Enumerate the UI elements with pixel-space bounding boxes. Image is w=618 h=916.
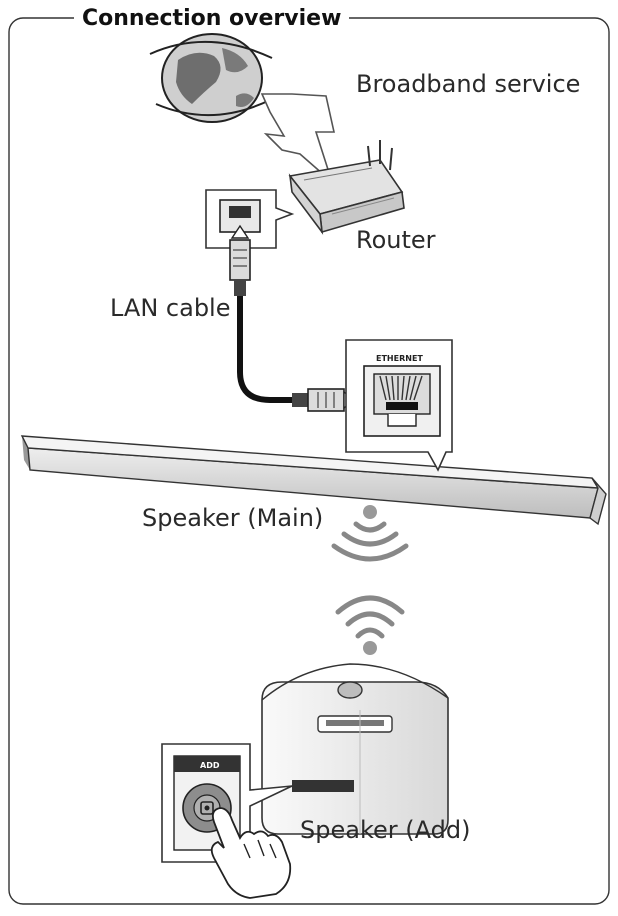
broadband-service-label: Broadband service	[356, 70, 581, 98]
add-button-label: ADD	[200, 761, 220, 770]
router-label: Router	[356, 226, 436, 254]
add-button-icon	[200, 801, 214, 815]
ethernet-port-label: ETHERNET	[376, 354, 423, 363]
router-port-callout	[205, 189, 295, 249]
diagram-title: Connection overview	[74, 8, 350, 30]
hand-pointer-icon	[210, 807, 292, 899]
speaker-add-label: Speaker (Add)	[300, 816, 471, 844]
globe-icon	[149, 33, 273, 123]
speaker-add-icon	[261, 663, 449, 835]
speaker-main-icon	[20, 435, 607, 526]
lan-cable-label: LAN cable	[110, 294, 231, 322]
router-icon	[288, 140, 405, 235]
wifi-signal-icon	[335, 595, 405, 655]
internet-arrow	[260, 93, 335, 185]
ethernet-port-callout	[345, 339, 453, 472]
wifi-signal-icon	[331, 505, 409, 562]
lan-cable-icon	[229, 239, 356, 412]
speaker-main-label: Speaker (Main)	[142, 504, 324, 532]
